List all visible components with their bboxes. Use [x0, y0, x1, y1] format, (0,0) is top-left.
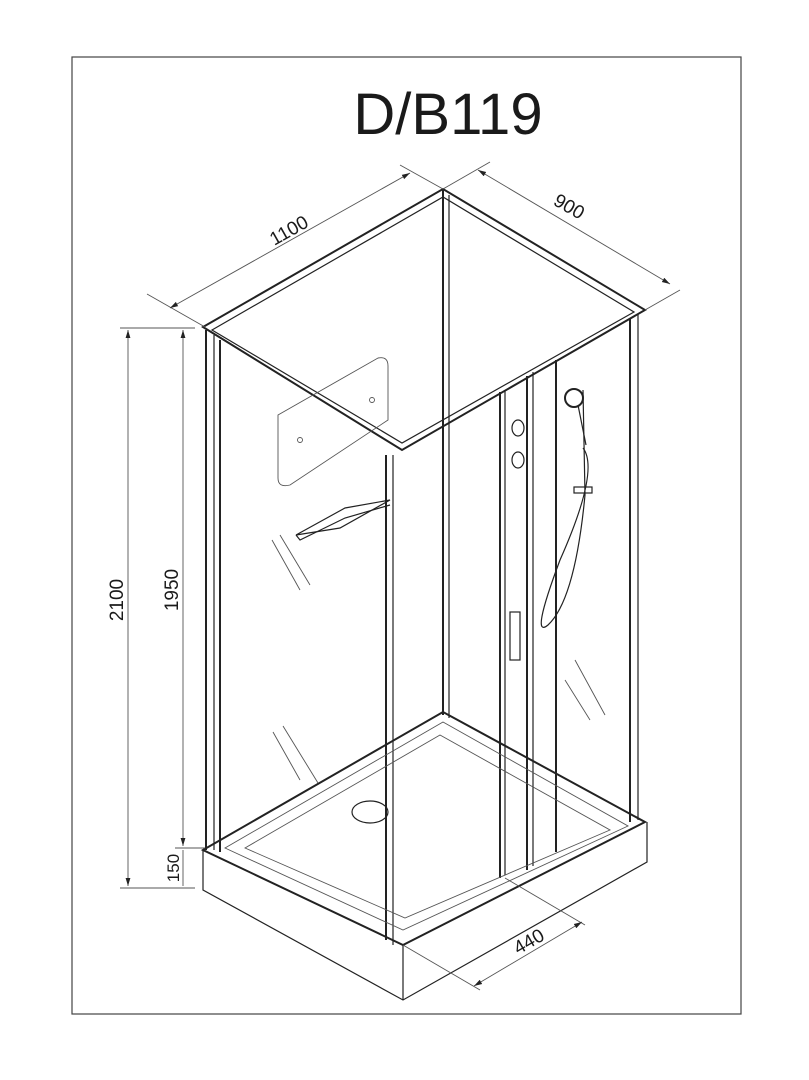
glass-reflections — [271, 534, 606, 784]
dimension-label-150: 150 — [164, 854, 183, 882]
dimension-width-short: 900 — [442, 161, 681, 311]
dimension-label-2100: 2100 — [107, 579, 128, 621]
dimension-label-900: 900 — [550, 190, 588, 224]
dimension-label-440: 440 — [510, 925, 548, 959]
dimension-width-long: 1100 — [146, 164, 444, 328]
back-panel — [277, 357, 389, 487]
dimension-door-width: 440 — [402, 877, 586, 991]
shower-fittings — [509, 388, 593, 661]
dimension-total-height: 2100 — [107, 327, 195, 889]
dimension-label-1100: 1100 — [266, 212, 312, 250]
dimension-tray-height: 150 — [164, 850, 184, 886]
shower-head-icon — [564, 388, 584, 408]
frame-posts — [205, 189, 639, 945]
dimension-glass-height: 1950 — [162, 330, 205, 849]
model-title: D/B119 — [353, 82, 542, 147]
corner-shelf — [295, 499, 391, 541]
shower-tray — [200, 710, 648, 1001]
drawing-border — [71, 56, 742, 1015]
dimension-label-1950: 1950 — [162, 569, 183, 611]
drain-icon — [351, 800, 389, 824]
